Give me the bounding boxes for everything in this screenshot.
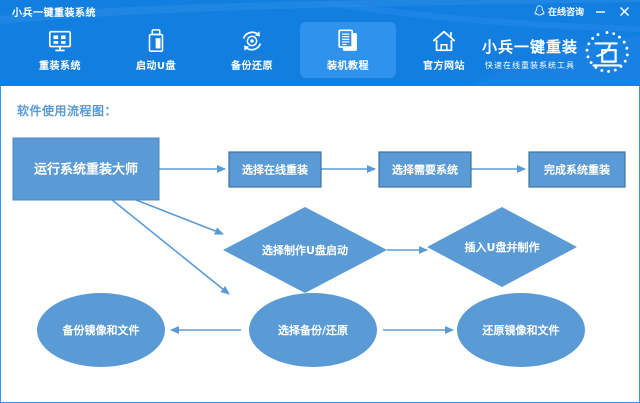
close-icon [619,6,629,16]
brand-tagline: 快速在线重装系统工具 [484,60,575,70]
flow-node-choose-online[interactable]: 选择在线重装 [228,151,322,188]
title-bar: 小兵一键重装系统 在线咨询 [0,0,640,22]
qq-penguin-icon [534,4,545,15]
flow-node-label: 备份镜像和文件 [62,323,140,337]
flow-node-label: 选择在线重装 [242,163,308,177]
flow-node-insert-usb-make[interactable]: 插入U盘并制作 [427,207,577,287]
flow-node-choose-system[interactable]: 选择需要系统 [378,151,472,188]
online-consult-button[interactable]: 在线咨询 [534,4,584,18]
flow-node-label: 运行系统重装大师 [34,162,138,178]
edge-run-to-backup-choice [110,198,230,295]
brand-text: 小兵一键重装 快速在线重装系统工具 [482,36,578,71]
flow-node-label: 还原镜像和文件 [482,323,560,337]
content-area: 软件使用流程图： [0,86,640,403]
usb-drive-icon [148,29,164,53]
home-icon [432,30,456,52]
page-title: 软件使用流程图： [17,104,118,118]
flow-node-backup-image-files[interactable]: 备份镜像和文件 [37,293,165,367]
minimize-button[interactable] [592,3,608,19]
online-consult-label: 在线咨询 [547,7,584,18]
flow-node-label: 选择制作U盘启动 [262,243,348,257]
title-bar-controls: 在线咨询 [534,2,632,20]
circular-badge-logo [585,31,629,73]
nav-label: 重装系统 [39,61,81,72]
flow-node-label: 选择需要系统 [392,163,458,177]
nav-label: 官方网站 [423,61,465,72]
monitor-icon [48,30,72,52]
close-button[interactable] [616,3,632,19]
window-title: 小兵一键重装系统 [12,8,96,19]
flow-node-run-master[interactable]: 运行系统重装大师 [12,137,160,201]
nav-item-official-website[interactable]: 官方网站 [396,22,492,78]
edge-run-to-usb [130,197,224,235]
nav-label: 备份还原 [231,61,273,72]
minimize-icon [595,10,605,13]
flow-nodes: 运行系统重装大师 选择在线重装 选择需要系统 [12,137,626,367]
flow-node-choose-backup-restore[interactable]: 选择备份/还原 [249,293,377,367]
flowchart-canvas: 运行系统重装大师 选择在线重装 选择需要系统 [12,137,626,367]
flow-node-label: 完成系统重装 [544,163,610,177]
flowchart: 运行系统重装大师 选择在线重装 选择需要系统 [1,86,639,401]
flow-node-complete-install[interactable]: 完成系统重装 [528,151,626,188]
restore-refresh-icon [242,31,262,51]
nav-label: 装机教程 [327,61,369,72]
documents-icon [338,29,357,51]
main-navigation: 重装系统 启动U盘 备份还原 [0,22,492,84]
flow-node-make-usb-boot[interactable]: 选择制作U盘启动 [223,207,387,293]
nav-item-reinstall-system[interactable]: 重装系统 [12,22,108,78]
nav-item-backup-restore[interactable]: 备份还原 [204,22,300,78]
flow-node-label: 选择备份/还原 [278,323,348,337]
nav-label: 启动U盘 [135,61,177,72]
flow-node-restore-image-files[interactable]: 还原镜像和文件 [457,293,585,367]
brand-logo-block: 小兵一键重装 快速在线重装系统工具 [482,30,630,76]
flow-node-label: 插入U盘并制作 [465,240,540,254]
brand-name: 小兵一键重装 [481,37,578,56]
app-header: 小兵一键重装系统 在线咨询 [0,0,640,86]
nav-item-boot-usb[interactable]: 启动U盘 [108,22,204,78]
flow-edges [110,165,526,334]
nav-item-install-tutorial[interactable]: 装机教程 [300,22,396,78]
